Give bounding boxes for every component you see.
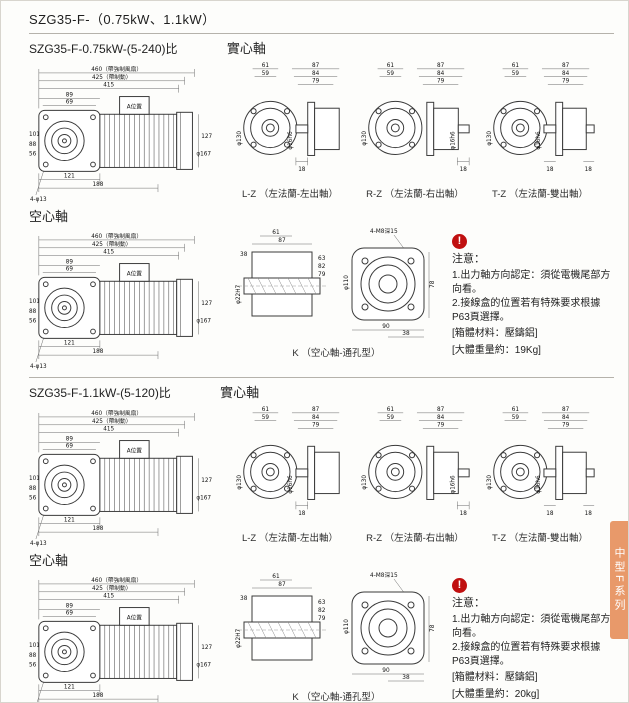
lz-drawing: [234, 59, 346, 185]
gearmotor-side-view: [29, 59, 221, 205]
note-material: [箱體材料：壓鑄鋁]: [452, 328, 538, 340]
caption-rz: R-Z （左法蘭-右出軸）: [366, 533, 464, 544]
note-block: ! 注意： 1.出力軸方向認定：須從電機尾部方向看。 2.接線盒的位置若有特殊要…: [452, 578, 612, 702]
main-assembly-drawing: [29, 403, 221, 549]
drawing-rz: R-Z （左法蘭-右出軸）: [359, 403, 471, 544]
series-tab-label: 中型F系列: [613, 547, 625, 613]
drawing-tz: T-Z （左法蘭-雙出軸）: [484, 59, 596, 200]
rz-drawing: [359, 59, 471, 185]
note-weight: [大體重量約：20kg]: [452, 688, 540, 700]
caption-rz: R-Z （左法蘭-右出軸）: [366, 189, 464, 200]
hollow-shaft-label: 空心軸: [29, 209, 69, 224]
note-material: [箱體材料：壓鑄鋁]: [452, 672, 538, 684]
drawing-tz: T-Z （左法蘭-雙出軸）: [484, 403, 596, 544]
caption-k: K （空心軸-通孔型）: [292, 692, 381, 703]
section-header: SZG35-F-1.1kW-(5-120)比: [29, 386, 171, 400]
k-drawing: [234, 226, 439, 344]
note-line: 2.接線盒的位置若有特殊要求根據P63頁選擇。: [452, 641, 601, 668]
section-header: SZG35-F-0.75kW-(5-240)比: [29, 42, 178, 56]
solid-shaft-row: L-Z （左法蘭-左出軸） R-Z （左法蘭-右出軸） T-Z （左法蘭-雙出軸…: [29, 59, 628, 205]
page-title: SZG35-F-（0.75kW、1.1kW）: [29, 12, 216, 27]
hollow-shaft-label: 空心軸: [29, 553, 69, 568]
tz-drawing: [484, 403, 596, 529]
drawing-lz: L-Z （左法蘭-左出軸）: [234, 403, 346, 544]
note-title: 注意：: [452, 597, 485, 609]
series-side-tab: 中型F系列: [610, 521, 628, 639]
drawing-rz: R-Z （左法蘭-右出軸）: [359, 59, 471, 200]
divider: [29, 377, 614, 378]
drawing-k: K （空心軸-通孔型）: [234, 570, 439, 703]
caption-lz: L-Z （左法蘭-左出軸）: [241, 189, 339, 200]
main-assembly-drawing: [29, 59, 221, 205]
drawing-lz: L-Z （左法蘭-左出軸）: [234, 59, 346, 200]
note-weight: [大體重量約：19Kg]: [452, 344, 541, 356]
main-assembly-drawing-hollow: [29, 570, 221, 703]
solid-shaft-label: 實心軸: [220, 385, 260, 400]
gearmotor-side-view: [29, 570, 221, 703]
drawing-k: K （空心軸-通孔型）: [234, 226, 439, 359]
note-line: 1.出力軸方向認定：須從電機尾部方向看。: [452, 613, 611, 639]
note-title: 注意：: [452, 253, 485, 265]
caption-lz: L-Z （左法蘭-左出軸）: [241, 533, 339, 544]
k-drawing: [234, 570, 439, 688]
caption-k: K （空心軸-通孔型）: [292, 348, 381, 359]
tz-drawing: [484, 59, 596, 185]
main-assembly-drawing-hollow: [29, 226, 221, 372]
section-0-75kw: SZG35-F-0.75kW-(5-240)比 實心軸 L-Z （左法蘭-左出軸…: [29, 38, 628, 372]
solid-shaft-label: 實心軸: [226, 41, 266, 56]
gearmotor-side-view: [29, 226, 221, 372]
caption-tz: T-Z （左法蘭-雙出軸）: [491, 533, 589, 544]
caption-tz: T-Z （左法蘭-雙出軸）: [491, 189, 589, 200]
solid-shaft-row: L-Z （左法蘭-左出軸） R-Z （左法蘭-右出軸） T-Z （左法蘭-雙出軸…: [29, 403, 628, 549]
hollow-shaft-row: K （空心軸-通孔型） ! 注意： 1.出力軸方向認定：須從電機尾部方向看。 2…: [29, 226, 628, 372]
warning-icon: !: [452, 234, 467, 249]
note-block: ! 注意： 1.出力軸方向認定：須從電機尾部方向看。 2.接線盒的位置若有特殊要…: [452, 234, 612, 358]
note-line: 1.出力軸方向認定：須從電機尾部方向看。: [452, 269, 611, 295]
divider: [29, 33, 614, 34]
gearmotor-side-view: [29, 403, 221, 549]
rz-drawing: [359, 403, 471, 529]
hollow-shaft-row: K （空心軸-通孔型） ! 注意： 1.出力軸方向認定：須從電機尾部方向看。 2…: [29, 570, 628, 703]
note-line: 2.接線盒的位置若有特殊要求根據P63頁選擇。: [452, 297, 601, 324]
warning-icon: !: [452, 578, 467, 593]
section-1-1kw: SZG35-F-1.1kW-(5-120)比 實心軸 L-Z （左法蘭-左出軸）…: [29, 382, 628, 703]
lz-drawing: [234, 403, 346, 529]
